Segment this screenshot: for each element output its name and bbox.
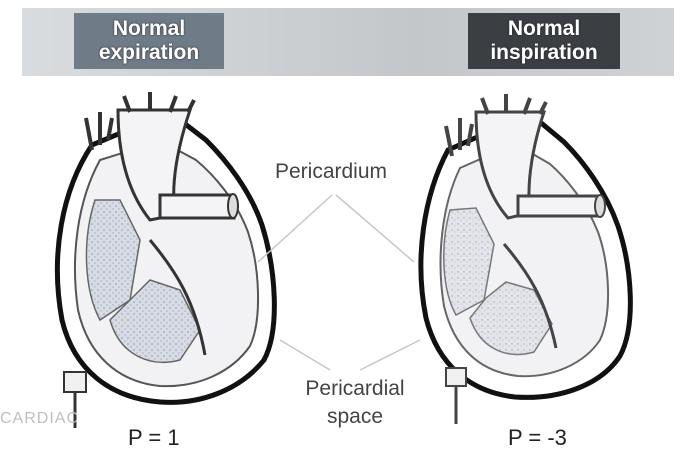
pericardium-pointer-right [336, 195, 414, 262]
right-pulmonary-opening [595, 195, 605, 217]
pericardial-space-label: Pericardial space [270, 375, 440, 431]
pericardial-space-line1: Pericardial [270, 375, 440, 403]
pericardium-pointer-left [258, 195, 332, 262]
left-pressure-label: P = 1 [128, 425, 180, 451]
pericardium-label: Pericardium [246, 160, 416, 184]
left-pulmonary-opening [228, 194, 238, 218]
left-heart [57, 92, 274, 428]
faded-caption: CARDIAC [0, 410, 79, 428]
right-pulmonary-artery [518, 196, 600, 216]
left-pulmonary-artery [160, 195, 234, 218]
space-pointer-left [280, 340, 330, 370]
pericardial-space-line2: space [270, 403, 440, 431]
right-pressure-label: P = -3 [508, 425, 567, 451]
space-pointer-right [360, 340, 420, 370]
left-needle-hub [64, 372, 86, 392]
pointer-lines [258, 195, 420, 370]
right-needle-hub [446, 368, 466, 386]
right-heart [421, 94, 630, 424]
